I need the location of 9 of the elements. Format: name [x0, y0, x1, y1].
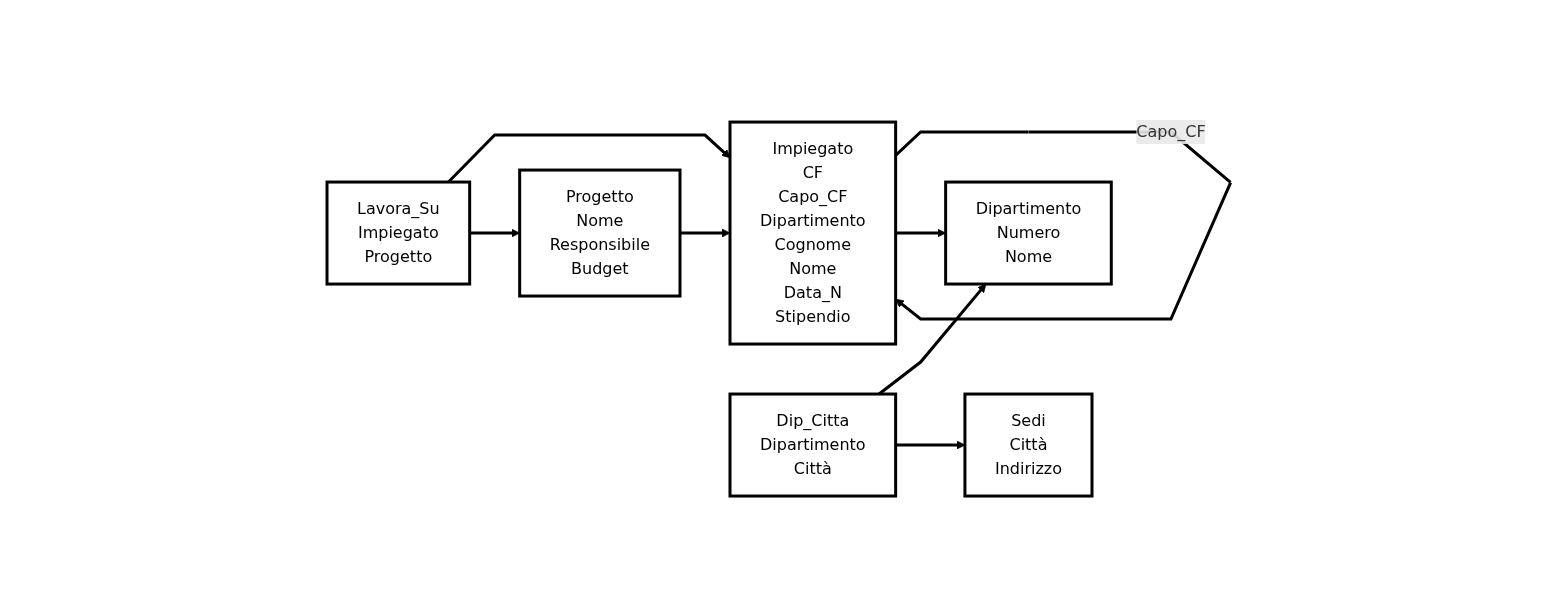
arrow [680, 228, 731, 238]
node-box: Impiegato CF Capo_CF Dipartimento Cognome Nome Data_N Stipendio [728, 120, 898, 346]
node-box: Dip_Citta Dipartimento Città [728, 392, 898, 498]
edge-label: Capo_CF [1136, 121, 1206, 141]
node-box: Sedi Città Indirizzo [963, 392, 1094, 498]
node-box: Lavora_Su Impiegato Progetto [325, 180, 472, 286]
arrow [895, 440, 966, 450]
node-box: Dipartimento Numero Nome [944, 180, 1113, 286]
node-box: Progetto Nome Responsibile Budget [518, 168, 682, 298]
